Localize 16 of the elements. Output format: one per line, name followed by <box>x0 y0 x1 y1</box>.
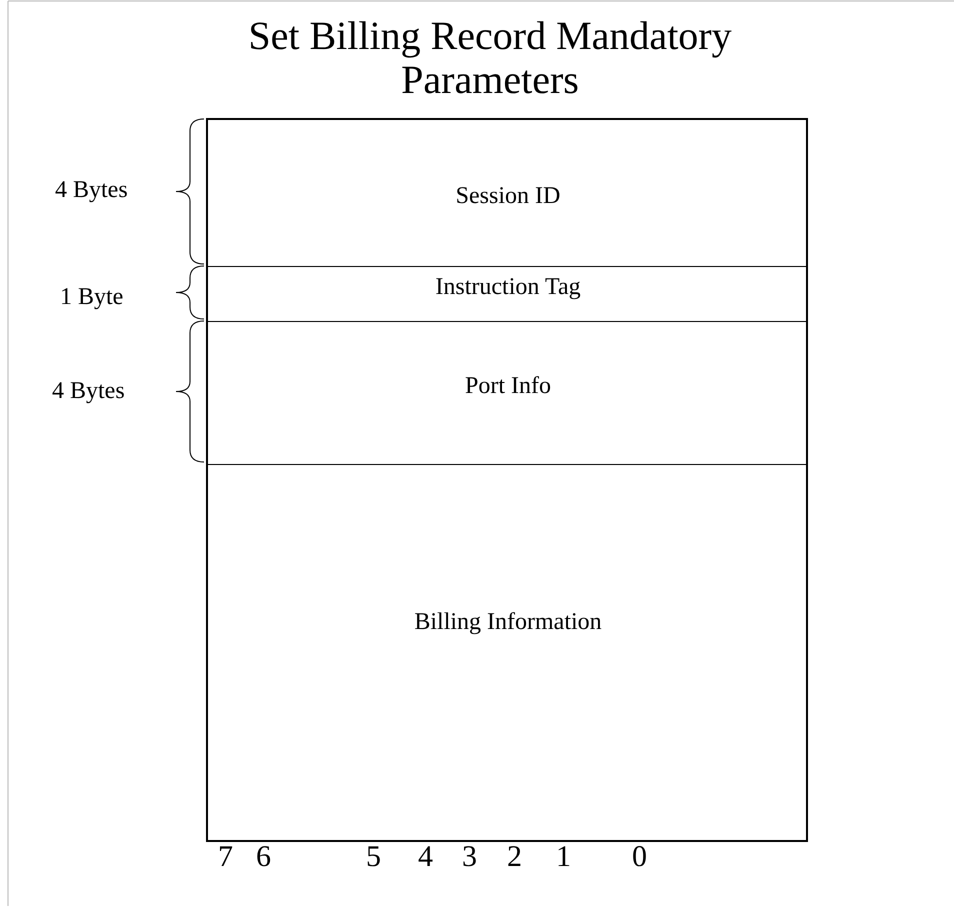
byte-size-label: 4 Bytes <box>52 377 125 405</box>
byte-size-label: 4 Bytes <box>55 176 128 204</box>
bit-number: 6 <box>256 840 271 874</box>
bit-number: 7 <box>218 840 233 874</box>
bit-number: 3 <box>462 840 477 874</box>
field-name: Session ID <box>456 182 560 211</box>
field-name: Instruction Tag <box>435 273 581 302</box>
field-name: Port Info <box>465 372 551 401</box>
bit-number: 2 <box>507 840 522 874</box>
bit-number: 5 <box>366 840 381 874</box>
diagram-title: Set Billing Record Mandatory Parameters <box>247 14 733 102</box>
bit-number: 4 <box>418 840 433 874</box>
bit-number: 1 <box>556 840 571 874</box>
bit-number: 0 <box>632 840 647 874</box>
byte-size-label: 1 Byte <box>60 283 124 311</box>
field-name: Billing Information <box>414 608 602 637</box>
